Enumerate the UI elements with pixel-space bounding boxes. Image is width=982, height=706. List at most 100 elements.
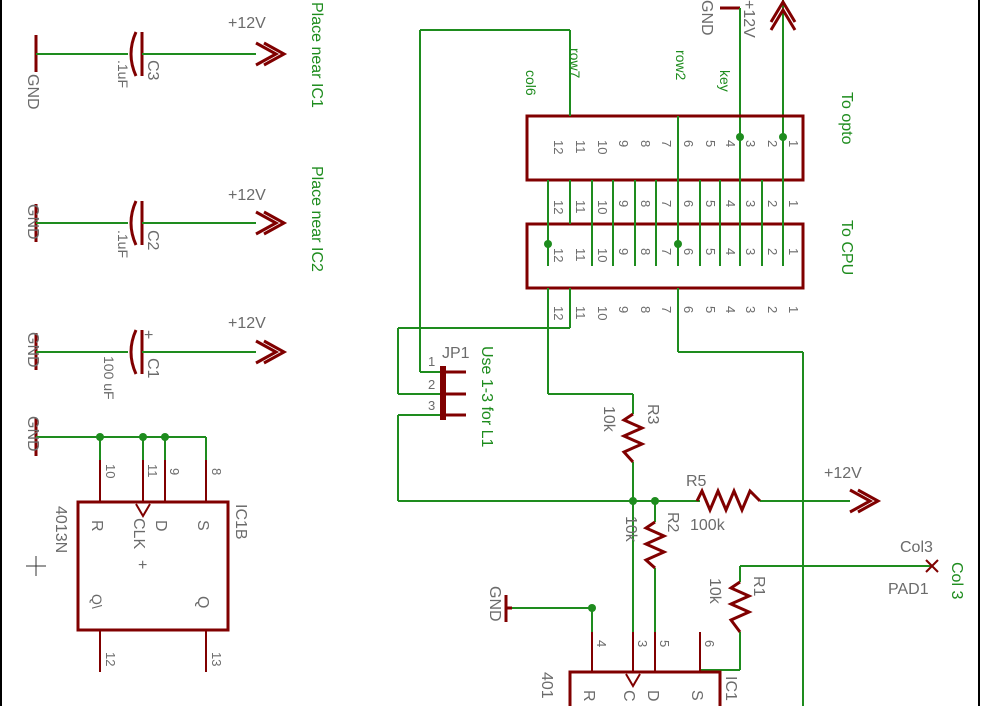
ic1b-pin: 13: [209, 652, 224, 666]
connector-pin-number: 11: [573, 248, 588, 262]
connector-pin-number: 2: [765, 248, 780, 255]
gnd-label: GND: [24, 416, 41, 452]
note-to-cpu: To CPU: [838, 220, 855, 275]
resistor-value: 100k: [690, 517, 726, 534]
connector-pin-number: 2: [765, 140, 780, 147]
ic1b-origin-mark: +: [138, 557, 147, 574]
ic1b-qn-label: Q\: [89, 594, 105, 609]
cap-name: C1: [144, 358, 161, 379]
connector-pin-number: 1: [786, 306, 801, 313]
pad-col3-marker: [925, 559, 939, 573]
cap-value: .1uF: [115, 230, 131, 258]
ic1b-pin: 9: [167, 468, 182, 475]
connector-pin-number: 7: [659, 200, 674, 207]
connector-pin-number: 1: [786, 200, 801, 207]
supply-label: +12V: [740, 0, 757, 38]
connector-pin-number: 5: [703, 306, 718, 313]
connector-pin-number: 7: [659, 306, 674, 313]
connector-pin-number: 12: [551, 140, 566, 154]
ic1b-s-label: S: [194, 520, 211, 531]
connector-pin-number: 10: [595, 248, 610, 262]
connector-pin-number: 11: [573, 200, 588, 214]
connector-pin-number: 12: [551, 248, 566, 262]
supply-label: +12V: [228, 187, 266, 204]
connector-pin-number: 9: [616, 306, 631, 313]
ic1b-pin: 8: [209, 468, 224, 475]
resistor-network-wiring: [504, 288, 932, 706]
connector-cpu: [525, 222, 805, 290]
connector-pin-number: 8: [638, 248, 653, 255]
ic-bottom-c-label: C: [620, 690, 637, 702]
gnd-label: GND: [698, 0, 715, 36]
ic1b-name-label: IC1B: [232, 504, 249, 540]
resistor-name: R5: [686, 473, 707, 490]
net-label-row2: row2: [673, 50, 689, 81]
ic1b-chip: [76, 460, 230, 672]
resistor-r5: [655, 487, 880, 514]
supply-label: +12V: [228, 315, 266, 332]
connector-pin-number: 12: [551, 306, 566, 320]
connector-pin-number: 3: [743, 306, 758, 313]
origin-crosshair: [26, 556, 46, 576]
jumper-jp1: [440, 366, 466, 420]
jumper-name-label: JP1: [442, 345, 470, 362]
jumper-pin: 1: [428, 354, 435, 369]
ic-bottom-pin: 5: [657, 640, 672, 647]
resistor-value: 10k: [600, 406, 617, 433]
note-use-1-3: Use 1-3 for L1: [478, 346, 495, 447]
connector-pin-number: 4: [723, 248, 738, 255]
resistor-name: R2: [664, 512, 681, 533]
pad-net-label: Col3: [900, 539, 933, 556]
note-col-3: Col 3: [948, 562, 965, 599]
jumper-pin: 3: [428, 398, 435, 413]
ic-bottom-d-label: D: [644, 690, 661, 702]
connector-pin-number: 4: [723, 200, 738, 207]
resistor-r1: [727, 580, 753, 633]
ic1b-pin: 11: [145, 464, 160, 478]
connector-pin-number: 3: [743, 200, 758, 207]
connector-pin-number: 6: [681, 200, 696, 207]
connector-pin-number: 4: [723, 140, 738, 147]
connector-opto: [525, 114, 805, 182]
net-label-col6: col6: [523, 70, 539, 96]
resistor-name: R1: [750, 576, 767, 597]
connector-pin-number: 6: [681, 248, 696, 255]
ic-bottom-r-label: R: [580, 690, 597, 702]
connector-pin-number: 2: [765, 306, 780, 313]
connector-pin-number: 8: [638, 200, 653, 207]
ic1b-pin: 12: [103, 652, 118, 666]
ic1b-wiring: [34, 418, 207, 460]
connector-pin-number: 9: [616, 200, 631, 207]
connector-pin-number: 5: [703, 140, 718, 147]
connector-pin-number: 7: [659, 248, 674, 255]
connector-pin-number: 10: [595, 200, 610, 214]
jumper-wiring: [397, 29, 700, 502]
cap-name: C3: [144, 60, 161, 81]
connector-pin-number: 3: [743, 248, 758, 255]
connector-pin-number: 12: [551, 200, 566, 214]
resistor-r3: [620, 412, 646, 464]
connector-pin-number: 2: [765, 200, 780, 207]
connector-pin-number: 8: [638, 306, 653, 313]
ic-bottom-pin: 3: [635, 640, 650, 647]
cap-value: 100 uF: [101, 356, 117, 400]
connector-pin-number: 9: [616, 140, 631, 147]
ic-bottom-part-label: 401: [538, 672, 555, 699]
ic1b-clk-label: CLK: [130, 518, 147, 549]
connector-pin-number: 8: [638, 140, 653, 147]
pad-name-label: PAD1: [888, 581, 929, 598]
connector-pin-number: 11: [573, 140, 588, 154]
connector-pin-number: 9: [616, 248, 631, 255]
polarity-mark: +: [144, 327, 153, 344]
capacitor-c1: [34, 329, 286, 375]
ic1b-pin: 10: [103, 464, 118, 478]
capacitor-c2: [34, 200, 286, 246]
gnd-label: GND: [24, 332, 41, 368]
connector-pin-number: 3: [743, 140, 758, 147]
ic-bottom-chip: [568, 632, 722, 706]
ic1b-q-label: Q: [194, 596, 211, 608]
resistor-value: 10k: [622, 516, 639, 543]
cap-name: C2: [144, 230, 161, 251]
